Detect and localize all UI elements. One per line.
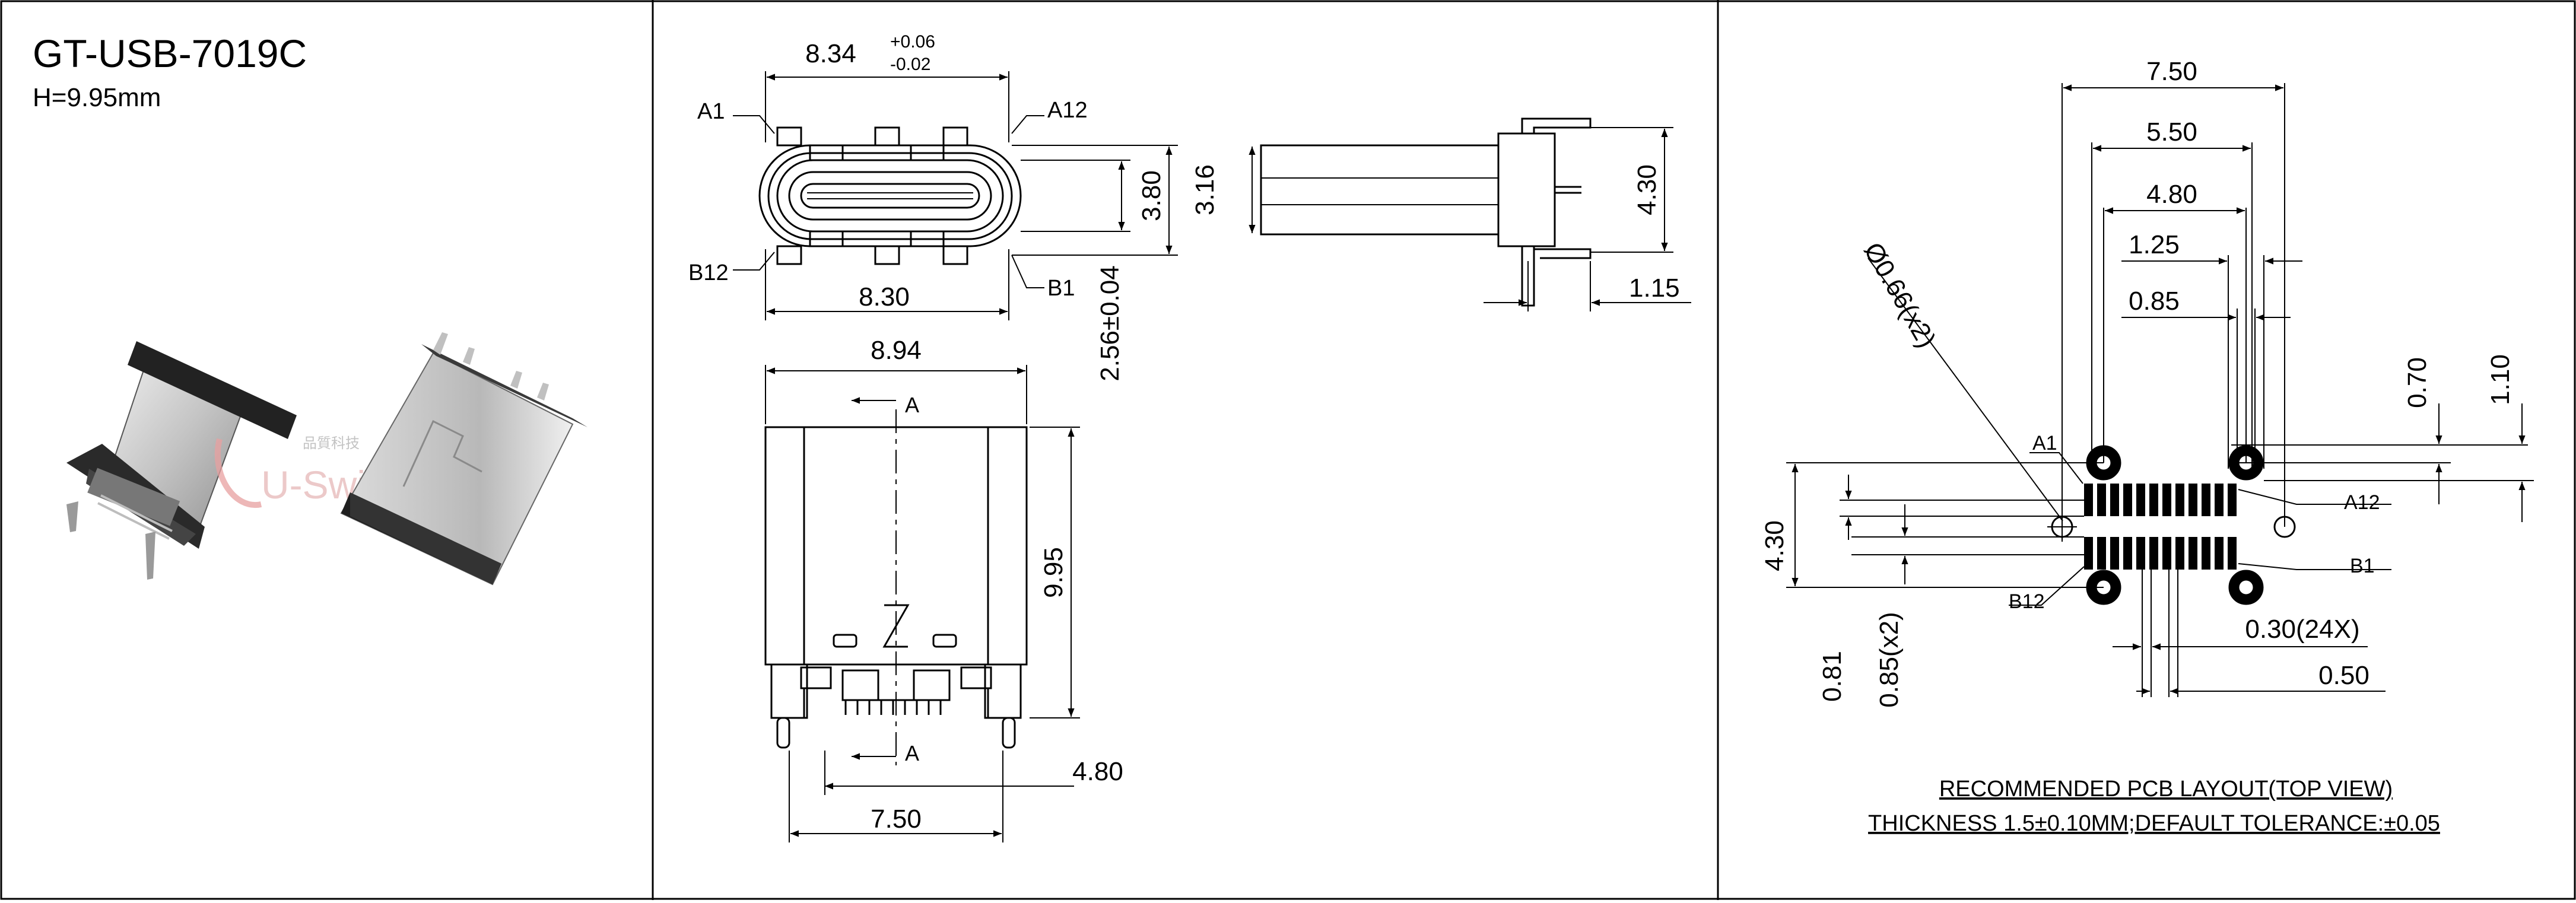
dim-lead-1-15: 1.15: [1629, 274, 1680, 303]
pcb-pin-label-a1: A1: [2032, 432, 2057, 454]
dim-0-81: 0.81: [1818, 651, 1847, 702]
product-height-spec: H=9.95mm: [33, 83, 161, 112]
section-marker-bottom: A: [905, 741, 919, 765]
pin-label-b12: B12: [688, 260, 729, 285]
dim-body-height-3-16: 3.16: [1190, 164, 1219, 215]
watermark-chinese-text: 品質科技: [303, 435, 360, 452]
section-marker-top: A: [905, 393, 919, 417]
pcb-dimensions: [1786, 83, 2534, 697]
pcb-pin-label-a12: A12: [2344, 491, 2380, 514]
dim-7-50: 7.50: [2146, 57, 2197, 86]
dim-inner-width-8-30: 8.30: [859, 282, 910, 311]
dim-height-3-80: 3.80: [1137, 170, 1166, 221]
dim-height-9-95: 9.95: [1039, 547, 1068, 598]
dim-hole-0-66: Ø0.66(x2): [1858, 238, 1941, 353]
front-view: [758, 126, 1022, 265]
pin-label-a12: A12: [1047, 98, 1088, 123]
dim-total-height-4-30: 4.30: [1632, 164, 1662, 215]
dim-peg-length-4-80: 4.80: [1072, 757, 1123, 786]
side-view-dimensions: [1249, 127, 1691, 311]
side-view: [1260, 117, 1592, 307]
dim-pitch-0-50: 0.50: [2318, 661, 2369, 690]
dim-width-8-34: 8.34: [805, 39, 856, 68]
dim-4-30: 4.30: [1760, 520, 1789, 571]
dim-5-50: 5.50: [2146, 117, 2197, 147]
dim-1-10: 1.10: [2486, 354, 2515, 405]
product-model-title: GT-USB-7019C: [33, 31, 307, 75]
side-view-labels: 3.16 4.30 1.15 2.56±0.04: [1095, 164, 1680, 381]
pin-label-a1: A1: [697, 99, 725, 124]
pcb-labels: 7.50 5.50 4.80 1.25 0.85 Ø0.66(x2) 0.70 …: [1760, 57, 2515, 836]
dim-bottom-width-8-94: 8.94: [871, 336, 922, 365]
pcb-caption-note: THICKNESS 1.5±0.10MM;DEFAULT TOLERANCE:±…: [1868, 811, 2440, 836]
dim-0-70: 0.70: [2403, 357, 2432, 408]
dim-0-85: 0.85: [2129, 287, 2180, 316]
dim-0-85-x2: 0.85(x2): [1875, 612, 1904, 707]
front-view-labels: 8.34 +0.06 -0.02 8.30 3.80 A1 A12 B12 B1: [688, 32, 1166, 311]
pcb-caption-title: RECOMMENDED PCB LAYOUT(TOP VIEW): [1939, 777, 2393, 802]
dim-peg-span-7-50: 7.50: [871, 805, 922, 834]
dim-pad-width-0-30: 0.30(24X): [2245, 615, 2359, 644]
pin-label-b1: B1: [1047, 276, 1075, 301]
product-photo-left: [66, 341, 297, 580]
dim-width-tolerance-plus: +0.06: [890, 32, 935, 52]
dim-4-80: 4.80: [2146, 180, 2197, 209]
bottom-view-labels: 8.94 A A 9.95 7.50 4.80: [871, 336, 1123, 834]
front-view-dimensions: [733, 71, 1178, 320]
dim-shell-2-56: 2.56±0.04: [1095, 265, 1125, 381]
product-photo-right: [340, 332, 587, 586]
dim-1-25: 1.25: [2129, 230, 2180, 259]
dim-width-tolerance-minus: -0.02: [890, 55, 930, 74]
bottom-view-dimensions: [765, 365, 1080, 842]
pcb-pin-label-b12: B12: [2009, 590, 2045, 613]
pcb-pin-label-b1: B1: [2350, 555, 2375, 577]
pcb-footprint: [2047, 445, 2296, 605]
